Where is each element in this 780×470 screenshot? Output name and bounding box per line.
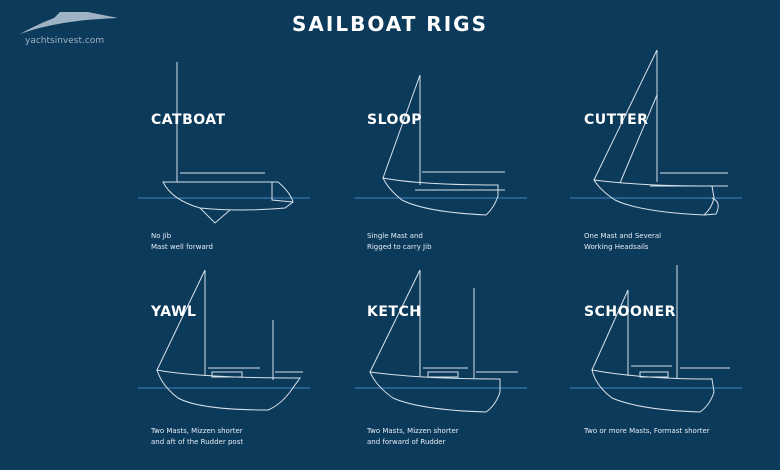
desc-line: Two or more Masts, Formast shorter <box>584 427 710 435</box>
ketch-drawing <box>369 269 518 413</box>
desc-line: and aft of the Rudder post <box>151 438 244 446</box>
brand-name: yachtsinvest.com <box>25 36 105 46</box>
rig-label-ketch: KETCH <box>367 304 422 320</box>
desc-line: Single Mast and <box>367 232 423 240</box>
yacht-logo-icon <box>20 12 118 34</box>
yawl-drawing <box>156 269 303 411</box>
sloop-drawing <box>382 74 505 216</box>
rig-desc-catboat: No Jib Mast well forward <box>151 231 213 253</box>
desc-line: One Mast and Several <box>584 232 662 240</box>
rig-label-sloop: SLOOP <box>367 112 423 128</box>
desc-line: Mast well forward <box>151 243 213 251</box>
waterlines <box>138 197 742 389</box>
rig-desc-ketch: Two Masts, Mizzen shorter and forward of… <box>367 426 459 448</box>
desc-line: Working Headsails <box>584 243 649 251</box>
rig-desc-sloop: Single Mast and Rigged to carry Jib <box>367 231 432 253</box>
schooner-drawing <box>591 265 730 413</box>
rig-label-catboat: CATBOAT <box>151 112 226 128</box>
rig-desc-yawl: Two Masts, Mizzen shorter and aft of the… <box>151 426 243 448</box>
rig-label-cutter: CUTTER <box>584 112 649 128</box>
desc-line: Two Masts, Mizzen shorter <box>151 427 243 435</box>
rig-label-yawl: YAWL <box>151 304 197 320</box>
desc-line: No Jib <box>151 232 172 240</box>
cutter-drawing <box>593 49 728 216</box>
rig-desc-schooner: Two or more Masts, Formast shorter <box>584 426 710 437</box>
page-title: SAILBOAT RIGS <box>292 12 488 36</box>
catboat-drawing <box>162 62 294 224</box>
desc-line: Rigged to carry Jib <box>367 243 432 251</box>
desc-line: Two Masts, Mizzen shorter <box>367 427 459 435</box>
rig-label-schooner: SCHOONER <box>584 304 676 320</box>
desc-line: and forward of Rudder <box>367 438 446 446</box>
rig-desc-cutter: One Mast and Several Working Headsails <box>584 231 661 253</box>
